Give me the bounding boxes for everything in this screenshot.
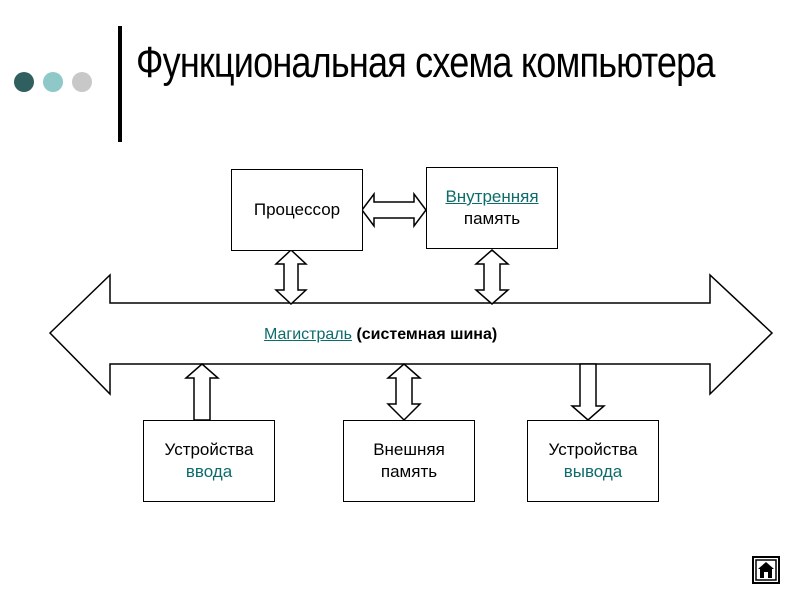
output-devices-box: Устройства вывода [527, 420, 659, 502]
processor-box: Процессор [231, 169, 363, 251]
dot-2 [43, 72, 63, 92]
bus-label: Магистраль (системная шина) [264, 326, 497, 344]
output-devices-link[interactable]: вывода [563, 462, 623, 481]
processor-label: Процессор [253, 200, 341, 219]
home-button[interactable] [752, 556, 780, 584]
slide-title: Функциональная схема компьютера [136, 38, 715, 87]
external-memory-line2: память [380, 462, 438, 481]
home-icon [752, 556, 780, 584]
input-devices-link[interactable]: ввода [185, 462, 233, 481]
internal-memory-link[interactable]: Внутренняя [445, 187, 539, 206]
input-devices-label: Устройства [164, 440, 254, 459]
bus-description: (системная шина) [356, 326, 498, 343]
processor-bus-arrow [274, 248, 308, 306]
internal-memory-box: Внутренняя память [426, 167, 558, 249]
internal-memory-label: память [463, 209, 521, 228]
memory-bus-arrow [474, 249, 510, 305]
external-memory-line1: Внешняя [373, 440, 445, 459]
bus-link[interactable]: Магистраль [264, 326, 352, 343]
output-arrow [570, 363, 606, 421]
bus-arrow [48, 273, 774, 396]
output-devices-label: Устройства [548, 440, 638, 459]
decorative-dots [14, 72, 92, 92]
dot-3 [72, 72, 92, 92]
dot-1 [14, 72, 34, 92]
input-arrow [184, 363, 220, 421]
input-devices-box: Устройства ввода [143, 420, 275, 502]
processor-memory-arrow [361, 191, 427, 229]
external-memory-box: Внешняя память [343, 420, 475, 502]
external-memory-arrow [386, 363, 422, 422]
title-divider [118, 26, 122, 142]
